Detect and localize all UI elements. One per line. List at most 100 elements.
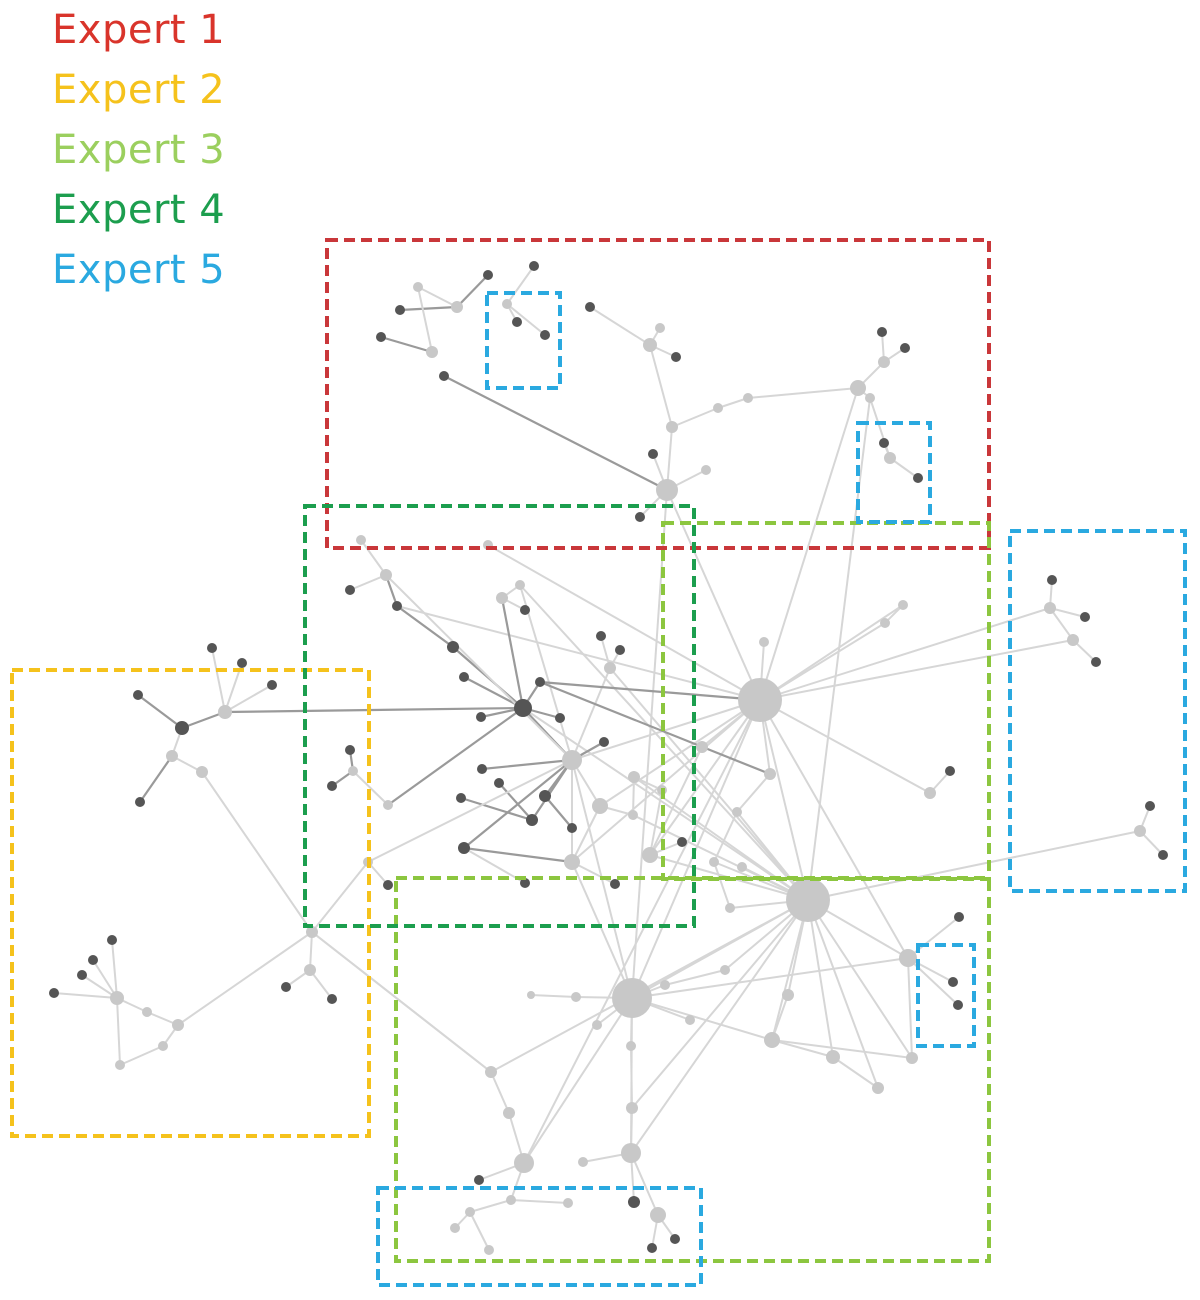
network-node — [1047, 575, 1057, 585]
network-node — [458, 842, 470, 854]
network-node — [865, 393, 875, 403]
legend: Expert 1 Expert 2 Expert 3 Expert 4 Expe… — [52, 2, 225, 302]
network-edge — [360, 539, 387, 576]
network-node — [610, 879, 620, 889]
network-node — [713, 403, 723, 413]
network-node — [515, 580, 525, 590]
network-node — [671, 352, 681, 362]
network-node — [459, 672, 469, 682]
network-edge — [907, 957, 913, 1059]
network-node — [529, 261, 539, 271]
network-edge — [807, 397, 871, 901]
network-edge — [349, 574, 387, 591]
expert-region-expert-5 — [856, 421, 932, 524]
network-node — [439, 371, 449, 381]
network-edge — [201, 771, 313, 933]
network-node — [476, 712, 486, 722]
network-node — [660, 980, 670, 990]
network-node — [496, 592, 508, 604]
network-edge — [460, 796, 533, 822]
network-node — [899, 949, 917, 967]
network-node — [327, 994, 337, 1004]
network-edges — [53, 265, 1164, 1251]
network-node — [345, 745, 355, 755]
network-node — [506, 1195, 516, 1205]
network-edge — [571, 699, 761, 863]
network-node — [666, 421, 678, 433]
network-node — [1145, 801, 1155, 811]
network-node — [304, 964, 316, 976]
network-node — [650, 1207, 666, 1223]
expert-region-expert-1 — [325, 238, 991, 550]
network-edge — [539, 680, 761, 702]
expert-region-expert-5 — [1008, 529, 1187, 893]
network-edge — [807, 830, 1141, 901]
network-edge — [224, 706, 524, 714]
network-node — [647, 1243, 657, 1253]
network-edge — [399, 305, 458, 312]
network-edge — [506, 265, 535, 305]
network-edge — [807, 899, 834, 1058]
network-node — [592, 798, 608, 814]
network-node — [1044, 602, 1056, 614]
network-edge — [396, 605, 761, 701]
network-node — [380, 569, 392, 581]
network-node — [642, 847, 658, 863]
network-node — [953, 1000, 963, 1010]
network-edge — [487, 544, 761, 701]
network-node — [878, 356, 890, 368]
network-node — [1067, 634, 1079, 646]
network-node — [628, 771, 640, 783]
network-edge — [224, 684, 273, 713]
network-node — [884, 452, 896, 464]
network-edge — [523, 699, 761, 1164]
network-edge — [177, 931, 313, 1026]
network-edge — [380, 335, 433, 354]
network-edge — [469, 1211, 490, 1251]
network-node — [1080, 612, 1090, 622]
network-node — [514, 1153, 534, 1173]
network-node — [172, 1019, 184, 1031]
network-node — [494, 778, 504, 788]
network-node — [383, 880, 393, 890]
network-node — [880, 618, 890, 628]
network-node — [483, 270, 493, 280]
network-edge — [531, 759, 573, 821]
expert-region-expert-5 — [376, 1186, 703, 1287]
network-edge — [759, 699, 809, 901]
network-node — [327, 781, 337, 791]
network-node — [450, 1223, 460, 1233]
network-node — [900, 343, 910, 353]
network-node — [477, 764, 487, 774]
network-node — [512, 317, 522, 327]
network-node — [786, 878, 830, 922]
network-edge — [713, 861, 731, 909]
network-node — [49, 988, 59, 998]
network-node — [383, 800, 393, 810]
network-edge — [311, 861, 369, 933]
network-node — [604, 662, 616, 674]
network-edge — [443, 375, 668, 491]
network-node — [356, 535, 366, 545]
network-node — [88, 955, 98, 965]
network-edge — [759, 699, 909, 959]
network-node — [635, 512, 645, 522]
network-node — [1134, 825, 1146, 837]
network-edge — [759, 387, 859, 701]
network-node — [526, 814, 538, 826]
network-node — [484, 1245, 494, 1255]
network-edge — [544, 795, 573, 829]
network-node — [281, 982, 291, 992]
legend-expert-2: Expert 2 — [52, 67, 226, 113]
network-node — [567, 823, 577, 833]
network-node — [743, 393, 753, 403]
network-edge — [417, 286, 433, 353]
network-node — [413, 282, 423, 292]
network-edge — [367, 759, 573, 863]
network-node — [782, 989, 794, 1001]
network-node — [392, 601, 402, 611]
expert-region-expert-4 — [303, 504, 696, 928]
network-node — [77, 970, 87, 980]
expert-regions — [10, 238, 1187, 1287]
network-node — [527, 991, 535, 999]
